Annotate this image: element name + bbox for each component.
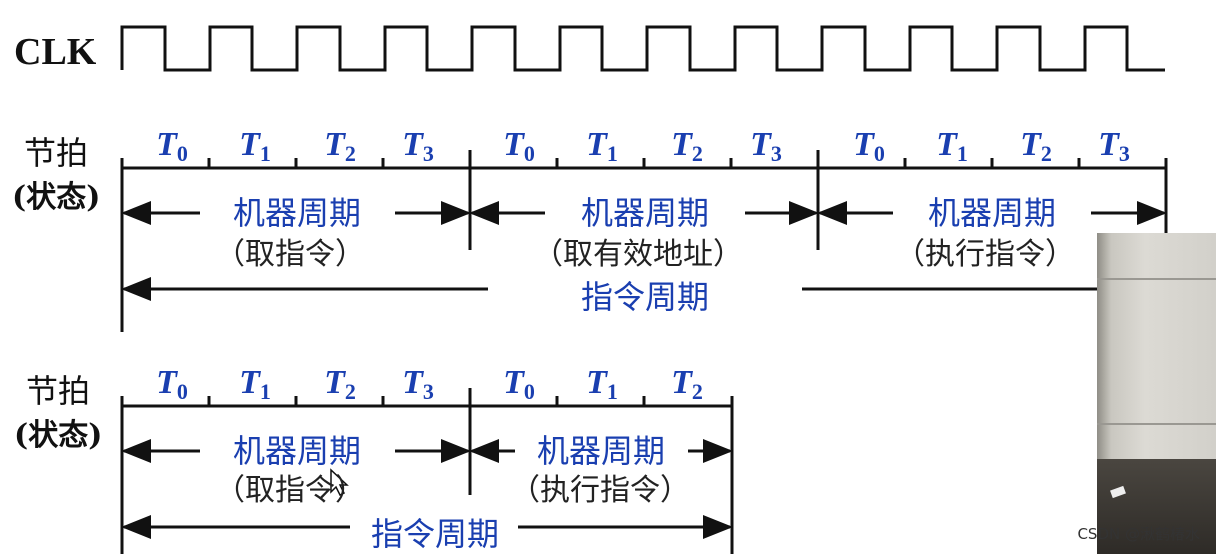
top-beat-ticks	[207, 158, 1081, 168]
top-state-label: (状态)	[12, 180, 101, 215]
top-phase-fetch: （取指令）	[215, 237, 365, 272]
top-beat-label: 节拍	[24, 134, 89, 172]
top-t3-a: T3	[402, 126, 434, 166]
clk-label: CLK	[14, 31, 97, 73]
clk-waveform	[120, 25, 1165, 72]
top-machine-cycle-3: 机器周期	[927, 194, 1057, 232]
top-t2-b: T2	[671, 126, 703, 166]
bottom-phase-fetch: （取指令）	[215, 473, 365, 508]
top-t2-a: T2	[324, 126, 356, 166]
bottom-t0-b: T0	[503, 364, 535, 404]
bottom-t3-a: T3	[402, 364, 434, 404]
top-t1-c: T1	[936, 126, 968, 166]
bottom-machine-cycle-2: 机器周期	[536, 432, 666, 470]
top-phase-address: （取有效地址）	[533, 237, 743, 272]
top-machine-cycle-2: 机器周期	[580, 194, 710, 232]
top-machine-cycle-1: 机器周期	[232, 194, 362, 232]
bottom-t1-a: T1	[239, 364, 271, 404]
top-phase-execute: （执行指令）	[895, 237, 1075, 272]
top-t0-a: T0	[156, 126, 188, 166]
bottom-beat-label: 节拍	[26, 372, 91, 410]
bottom-phase-execute: （执行指令）	[510, 473, 690, 508]
top-t1-a: T1	[239, 126, 271, 166]
bottom-t1-b: T1	[586, 364, 618, 404]
top-t0-b: T0	[503, 126, 535, 166]
webcam-video-thumbnail	[1097, 233, 1216, 554]
bottom-t2-b: T2	[671, 364, 703, 404]
mouse-cursor-icon	[330, 468, 349, 497]
bottom-state-label: (状态)	[14, 418, 103, 453]
bottom-machine-cycle-1: 机器周期	[232, 432, 362, 470]
top-t2-c: T2	[1020, 126, 1052, 166]
top-t1-b: T1	[586, 126, 618, 166]
bottom-t2-a: T2	[324, 364, 356, 404]
bottom-t0-a: T0	[156, 364, 188, 404]
bottom-beat-ticks	[207, 396, 646, 406]
watermark: CSDN @湫鹤椿水	[1077, 525, 1200, 543]
top-t3-b: T3	[750, 126, 782, 166]
top-t0-c: T0	[853, 126, 885, 166]
top-instruction-cycle: 指令周期	[580, 278, 710, 316]
top-t3-c: T3	[1098, 126, 1130, 166]
bottom-instruction-cycle: 指令周期	[370, 515, 500, 553]
